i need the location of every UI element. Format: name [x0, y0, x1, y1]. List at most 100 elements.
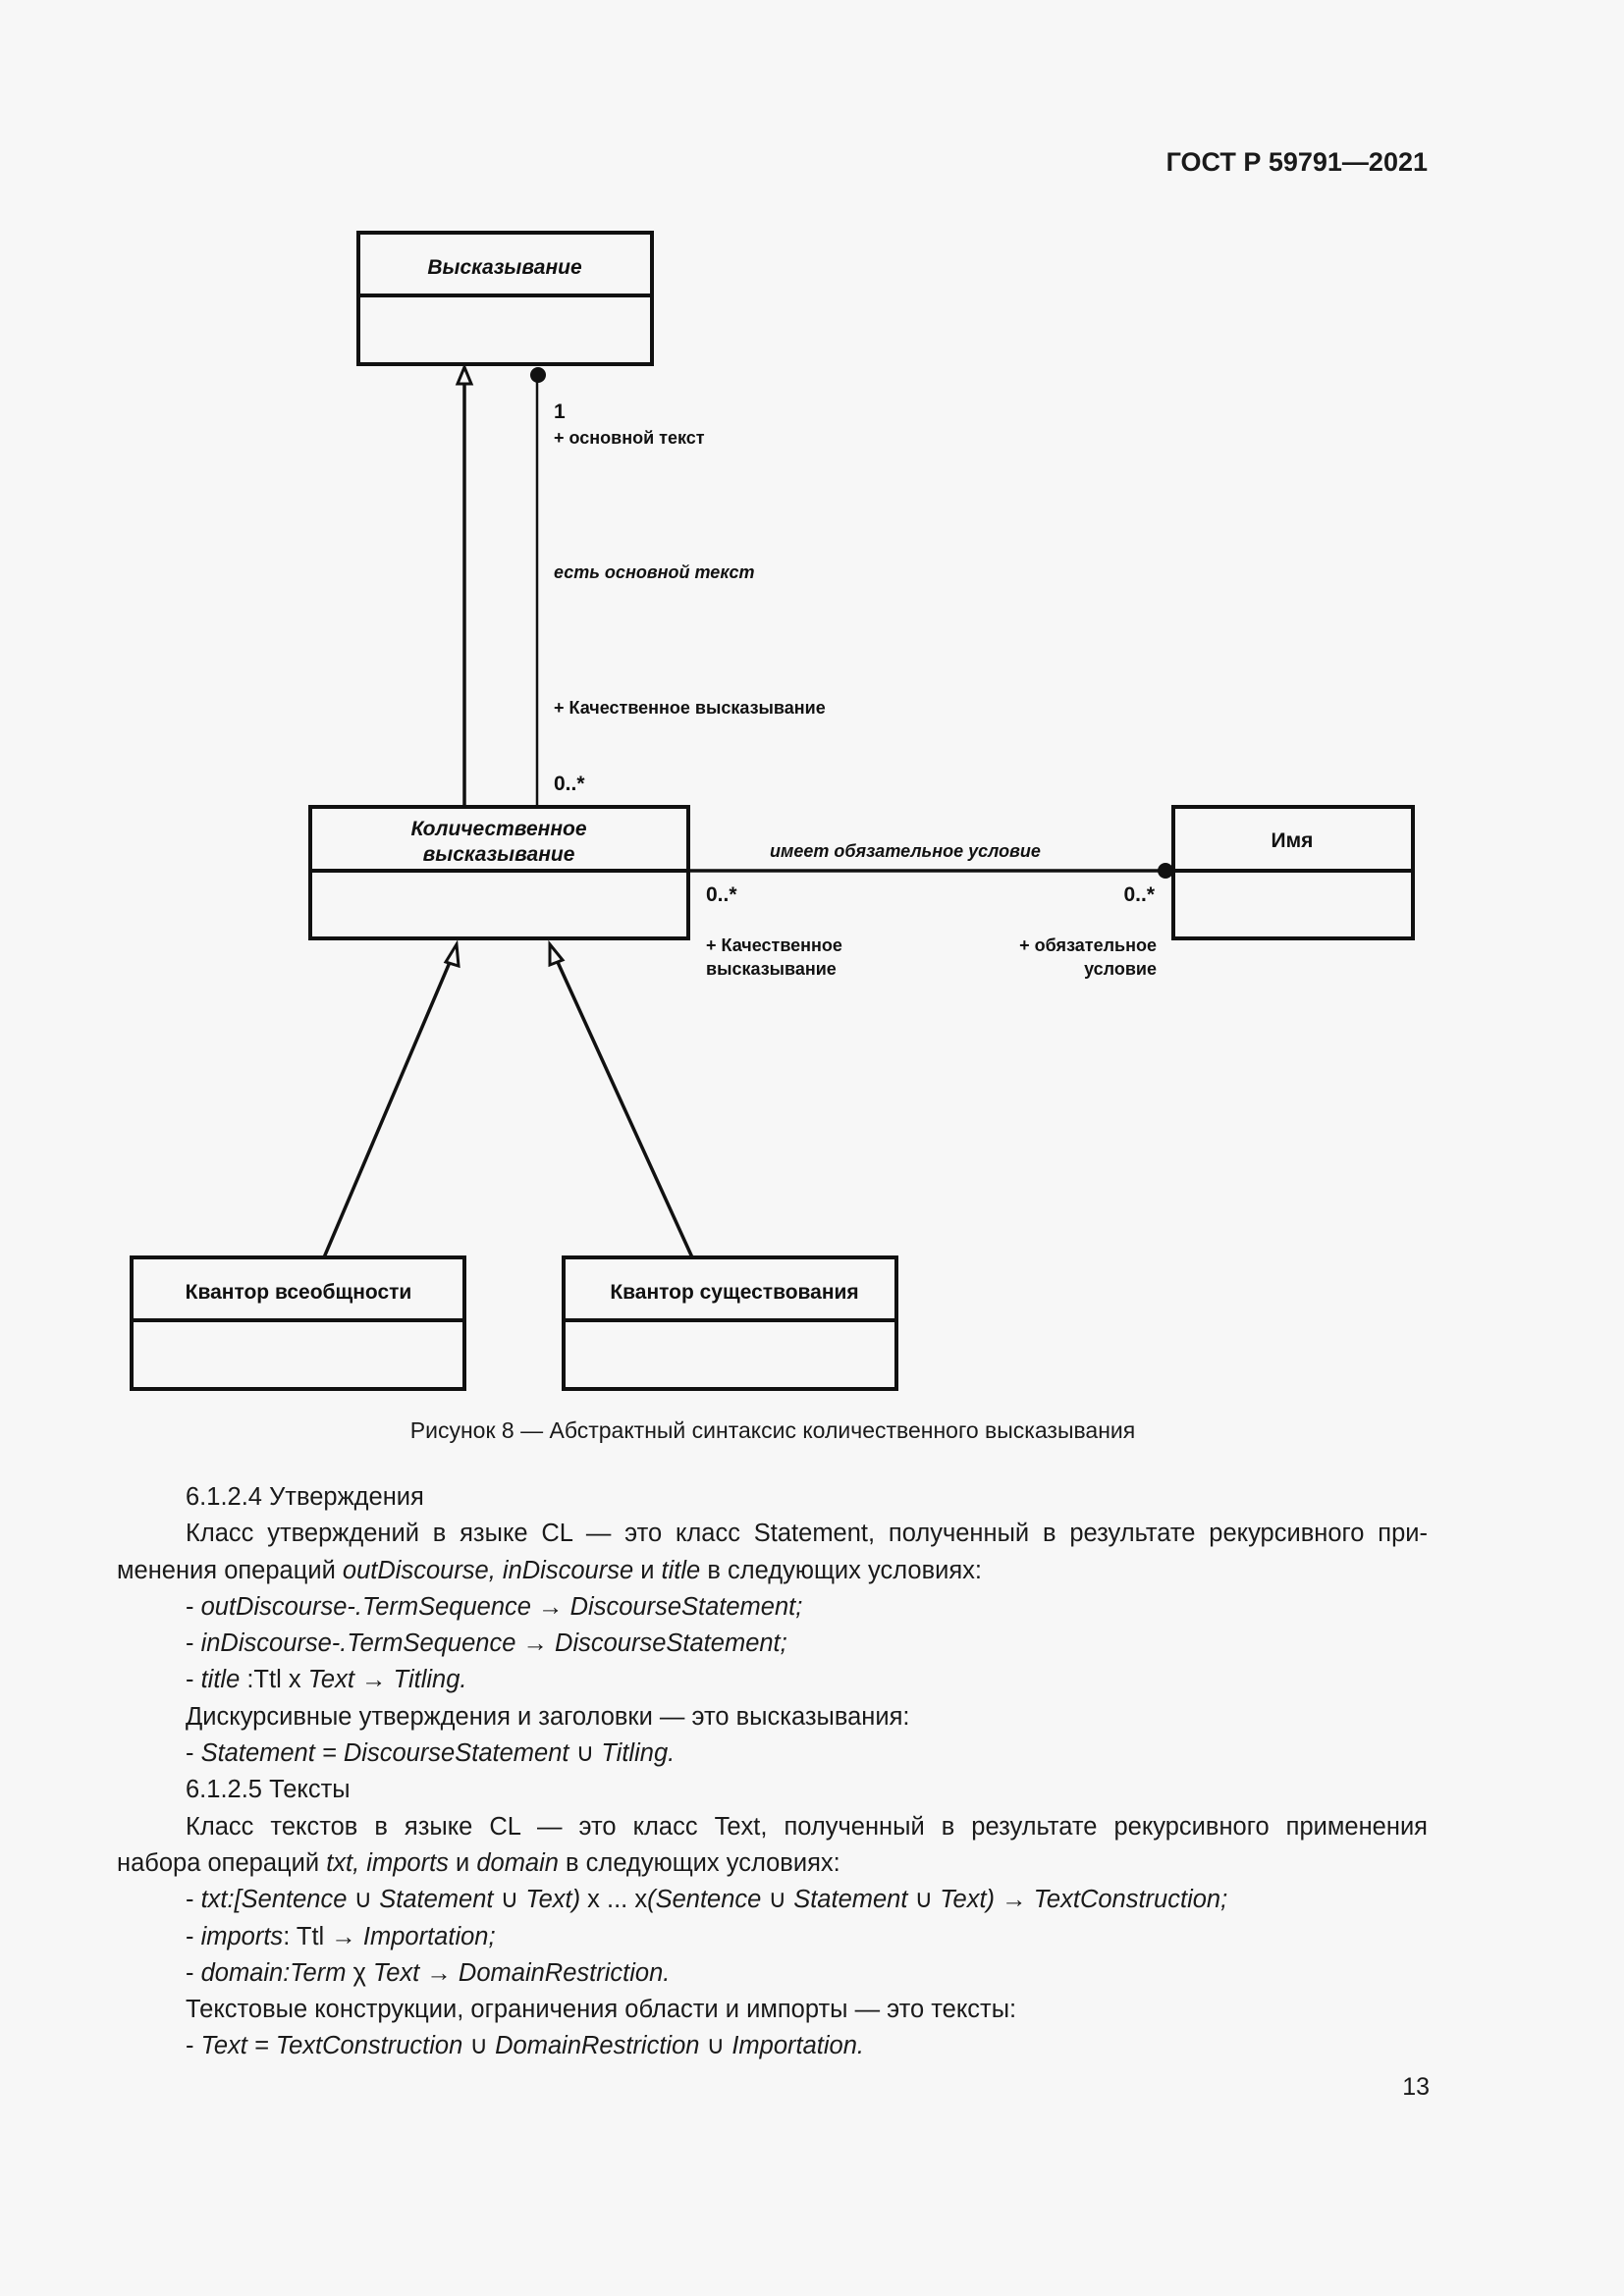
text-line: менения операций outDiscourse, inDiscour… [117, 1553, 1428, 1589]
aggregation-dot-icon [530, 367, 546, 383]
italic-text: imports [200, 1922, 284, 1950]
italic-text: Text = TextConstruction [200, 2032, 463, 2060]
aggregation-dot-icon [1158, 863, 1173, 879]
class-title: Высказывание [427, 256, 582, 279]
text-segment: ∪ [907, 1886, 941, 1914]
italic-text: outDiscourse-.TermSequence → DiscourseSt… [200, 1592, 803, 1621]
multiplicity: 0..* [554, 773, 585, 795]
text-segment: ∪ [699, 2032, 732, 2060]
class-title: Имя [1272, 829, 1314, 852]
text-segment: χ [346, 1958, 374, 1987]
class-title: Квантор существования [610, 1281, 858, 1304]
text-segment: Текстовые конструкции, ограничения облас… [186, 1996, 1017, 2024]
text-segment: ∪ [568, 1739, 602, 1768]
text-line: - Text = TextConstruction ∪ DomainRestri… [117, 2028, 1428, 2064]
text-segment: - [186, 1629, 201, 1658]
page-number: 13 [1402, 2073, 1430, 2101]
text-line: - imports: Ttl → Importation; [117, 1919, 1428, 1955]
class-title: высказывание [423, 843, 575, 866]
italic-text: Importation; [362, 1922, 496, 1950]
text-line: Текстовые конструкции, ограничения облас… [117, 1992, 1428, 2028]
italic-text: Text → Titling. [307, 1666, 467, 1694]
text-line: - title :Ttl x Text → Titling. [117, 1662, 1428, 1698]
generalization-line-universal [322, 959, 453, 1258]
class-statement [356, 231, 654, 366]
text-segment: ∪ [347, 1886, 380, 1914]
text-line: - outDiscourse-.TermSequence → Discourse… [117, 1589, 1428, 1626]
uml-diagram: Высказывание Количественное высказывание… [130, 231, 1415, 1391]
generalization-arrowhead-universal [443, 939, 460, 969]
role-label: + Качественное [706, 935, 842, 955]
role-label: высказывание [706, 959, 837, 979]
text-segment: в следующих условиях: [700, 1556, 983, 1584]
class-universal-quantifier [130, 1255, 466, 1391]
text-segment: 6.1.2.5 Тексты [186, 1776, 351, 1804]
italic-text: Statement [379, 1886, 494, 1914]
role-label: + обязательное [1019, 935, 1157, 955]
text-line: Класс утверждений в языке CL — это класс… [117, 1516, 1428, 1552]
text-line: - Statement = DiscourseStatement ∪ Titli… [117, 1735, 1428, 1772]
text-segment: Дискурсивные утверждения и заголовки — э… [186, 1702, 910, 1731]
text-segment: - [186, 1886, 201, 1914]
generalization-arrowhead [455, 363, 474, 386]
multiplicity: 0..* [706, 883, 737, 906]
italic-text: txt, imports [326, 1848, 449, 1877]
italic-text: Text → DomainRestriction. [373, 1958, 671, 1987]
text-line: Класс текстов в языке CL — это класс Tex… [117, 1809, 1428, 1845]
class-title: Квантор всеобщности [186, 1281, 412, 1304]
text-segment: - [186, 1922, 201, 1950]
generalization-arrowhead-existential [548, 939, 566, 968]
italic-text: Statement [793, 1886, 908, 1914]
text-segment: ∪ [462, 2032, 496, 2060]
italic-text: title [661, 1556, 701, 1584]
text-line: Дискурсивные утверждения и заголовки — э… [117, 1699, 1428, 1735]
generalization-line-existential [555, 959, 694, 1258]
italic-text: Importation. [731, 2032, 864, 2060]
text-segment: в следующих условиях: [558, 1848, 840, 1877]
role-label: условие [1084, 959, 1157, 979]
italic-text: Text) [525, 1886, 581, 1914]
document-header: ГОСТ Р 59791—2021 [1165, 147, 1428, 177]
italic-text: DomainRestriction [495, 2032, 700, 2060]
class-title: Количественное [410, 818, 586, 840]
multiplicity: 0..* [1123, 883, 1155, 906]
italic-text: title [200, 1666, 241, 1694]
text-line: - txt:[Sentence ∪ Statement ∪ Text) x ..… [117, 1882, 1428, 1918]
text-line: 6.1.2.4 Утверждения [117, 1479, 1428, 1516]
association-label: имеет обязательное условие [770, 841, 1041, 861]
text-segment: менения операций [117, 1556, 343, 1584]
italic-text: Titling. [601, 1739, 676, 1768]
text-segment: - [186, 1666, 201, 1694]
text-segment: ∪ [761, 1886, 794, 1914]
italic-text: (Sentence [647, 1886, 762, 1914]
role-label: + Качественное высказывание [554, 698, 826, 718]
text-segment: Класс текстов в языке CL — это класс Tex… [186, 1812, 1428, 1841]
text-segment: - [186, 2032, 201, 2060]
multiplicity: 1 [554, 400, 566, 423]
class-existential-quantifier [562, 1255, 898, 1391]
text-segment: 6.1.2.4 Утверждения [186, 1483, 424, 1511]
figure-caption: Рисунок 8 — Абстрактный синтаксис количе… [409, 1417, 1136, 1443]
text-segment: - [186, 1739, 201, 1768]
text-line: набора операций txt, imports и domain в … [117, 1845, 1428, 1882]
italic-text: Statement = DiscourseStatement [200, 1739, 569, 1768]
association-label: есть основной текст [554, 562, 754, 582]
text-segment: и [633, 1556, 662, 1584]
text-segment: - [186, 1958, 201, 1987]
italic-text: inDiscourse-.TermSequence → DiscourseSta… [200, 1629, 787, 1658]
text-segment: Класс утверждений в языке CL — это класс… [186, 1520, 1428, 1548]
text-segment: :Ttl x [240, 1666, 308, 1694]
italic-text: domain:Term [200, 1958, 347, 1987]
text-segment: ∪ [493, 1886, 526, 1914]
italic-text: domain [476, 1848, 559, 1877]
italic-text: Text) → TextConstruction; [940, 1886, 1228, 1914]
text-segment: и [448, 1848, 477, 1877]
text-line: - domain:Term χ Text → DomainRestriction… [117, 1955, 1428, 1992]
text-line: - inDiscourse-.TermSequence → DiscourseS… [117, 1626, 1428, 1662]
text-segment: x ... x [580, 1886, 648, 1914]
text-segment: набора операций [117, 1848, 327, 1877]
role-label: + основной текст [554, 428, 705, 448]
italic-text: outDiscourse, inDiscourse [342, 1556, 634, 1584]
text-segment: : Ttl → [283, 1922, 363, 1950]
